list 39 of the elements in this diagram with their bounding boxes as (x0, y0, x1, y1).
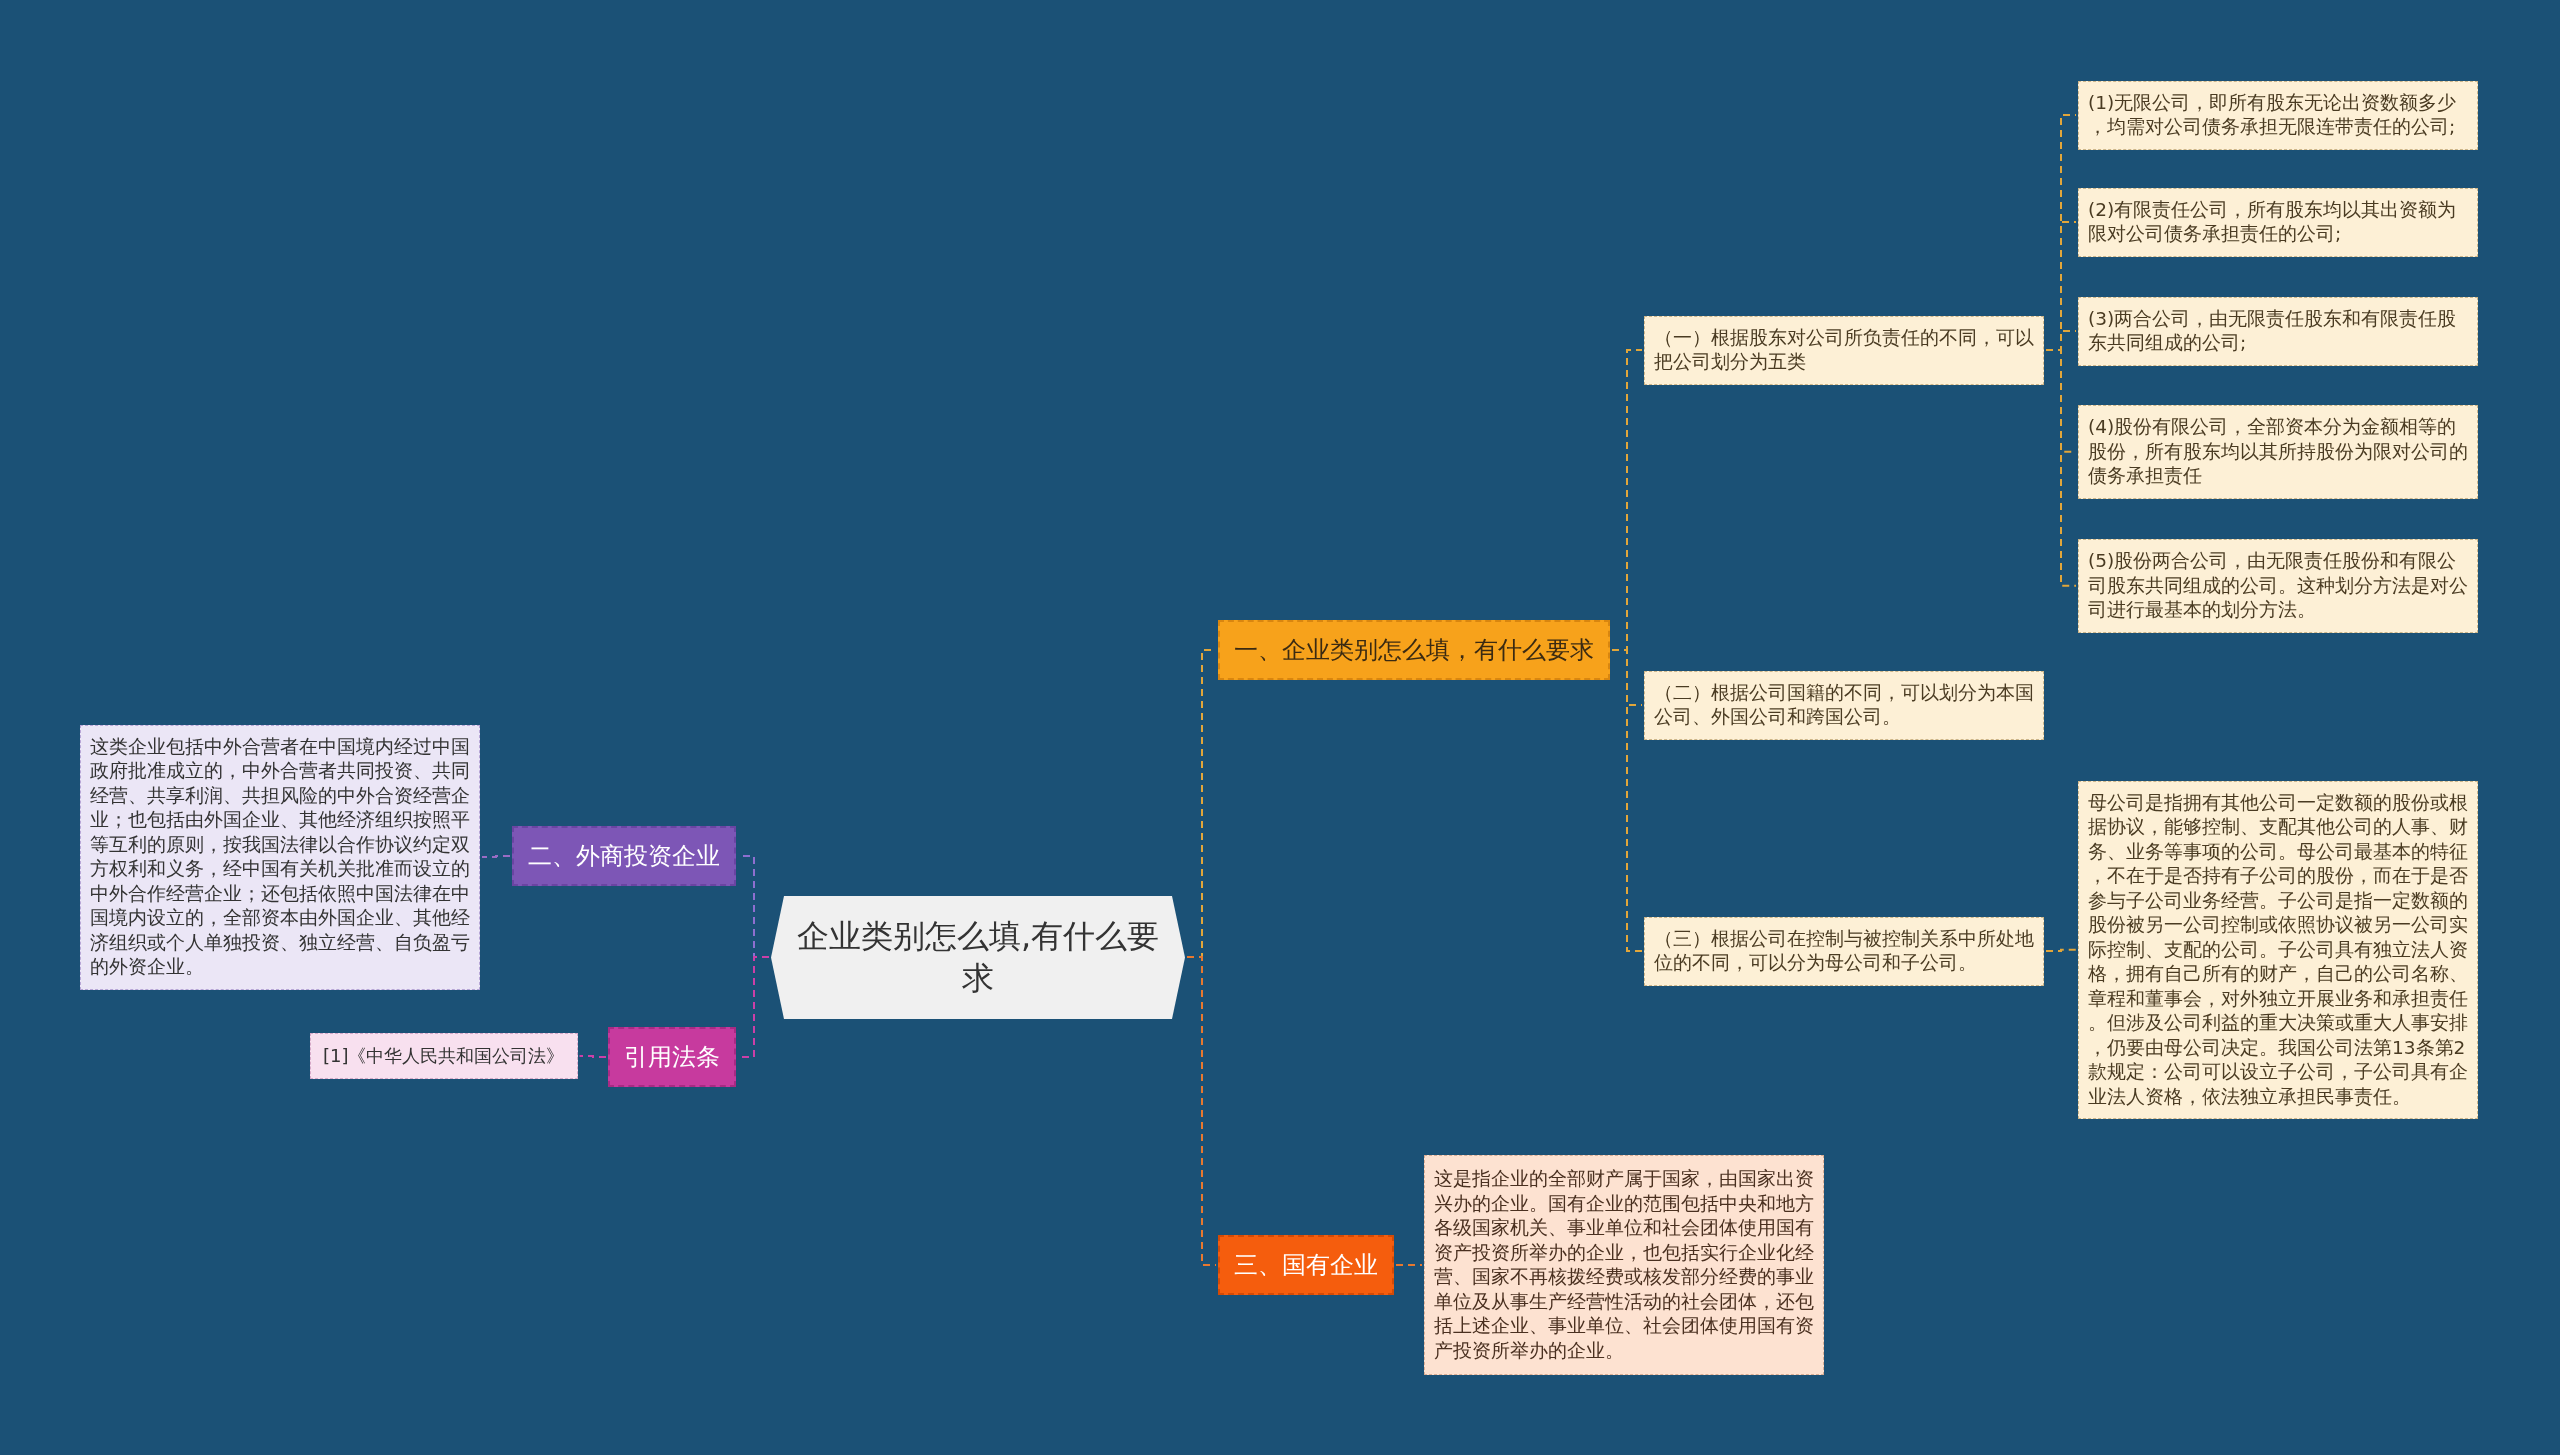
topic-title: 企业类别怎么填,有什么要求 (795, 916, 1161, 999)
note-card (1424, 1155, 1824, 1375)
note-card (2078, 296, 2478, 366)
note-card (310, 1033, 578, 1079)
central-topic (771, 895, 1185, 1019)
branch-node (1218, 620, 1610, 680)
note-text: 母公司是指拥有其他公司一定数额的股份或根据协议，能够控制、支配其他公司的人事、财务、业务等事项的公司。母公司最基本的特征，不在于是否持有子公司的股份，而在于是否参与子公司业务经营。子公司是指一定数额的股份被另一公司控制或依照协议被另一公司实际控制、支配的公司。子公司具有独立法人资格，拥有自己所有的财产，自己的公司名称、章程和董事会，对外独立开展业务和承担责任。但涉及公司利益的重大决策或重大人事安排，仍要由母公司决定。我国公司法第13条第2款规定：公司可以设立子公司，子公司具有企业法人资格，依法独立承担民事责任。 (2088, 790, 2468, 1109)
connector-line (578, 1055, 607, 1058)
note-text: (3)两合公司，由无限责任股东和有限责任股东共同组成的公司; (2088, 306, 2458, 355)
note-text: (1)无限公司，即所有股东无论出资数额多少，均需对公司债务承担无限连带责任的公司; (2088, 90, 2458, 139)
connector-line (481, 855, 511, 858)
note-text: (4)股份有限公司，全部资本分为金额相等的股份，所有股东均以其所持股份为限对公司的债务承担责任 (2088, 415, 2468, 488)
connector-line (1611, 649, 1643, 952)
connector-line (2045, 349, 2077, 587)
branch-node (608, 1027, 736, 1087)
connector-line (2045, 948, 2077, 952)
note-text: 这是指企业的全部财产属于国家，由国家出资兴办的企业。国有企业的范围包括中央和地方各级国家机关、事业单位和社会团体使用国有资产投资所举办的企业，也包括实行企业化经营、国家不再核拨经费或核发部分经费的事业单位及从事生产经营性活动的社会团体，还包括上述企业、事业单位、社会团体使用国有资产投资所举办的企业。 (1434, 1167, 1814, 1363)
note-text: [1]《中华人民共和国公司法》 (323, 1044, 565, 1068)
note-card (2078, 539, 2478, 633)
note-card (1644, 315, 2044, 385)
branch-title: 引用法条 (624, 1042, 720, 1073)
note-card (1644, 916, 2044, 986)
branch-node (1218, 1235, 1394, 1295)
connector-line (1395, 1264, 1423, 1266)
branch-title: 一、企业类别怎么填，有什么要求 (1234, 635, 1594, 666)
note-text: （一）根据股东对公司所负责任的不同，可以把公司划分为五类 (1654, 325, 2034, 374)
note-card (1644, 670, 2044, 740)
note-text: （二）根据公司国籍的不同，可以划分为本国公司、外国公司和跨国公司。 (1654, 680, 2034, 729)
branch-node (512, 826, 736, 886)
connector-line (1186, 956, 1217, 1266)
note-card (2078, 80, 2478, 150)
branch-title: 二、外商投资企业 (528, 841, 720, 872)
note-card (2078, 405, 2478, 499)
note-card (2078, 187, 2478, 257)
note-text: 这类企业包括中外合营者在中国境内经过中国政府批准成立的，中外合营者共同投资、共同经营、共享利润、共担风险的中外合资经营企业；也包括由外国企业、其他经济组织按照平等互利的原则，按我国法律以合作协议约定双方权利和义务，经中国有关机关批准而设立的中外合作经营企业；还包括依照中国法律在中国境内设立的，全部资本由外国企业、其他经济组织或个人单独投资、独立经营、自负盈亏的外资企业。 (90, 734, 470, 979)
branch-title: 三、国有企业 (1234, 1250, 1378, 1281)
note-text: (2)有限责任公司，所有股东均以其出资额为限对公司债务承担责任的公司; (2088, 197, 2458, 246)
note-text: (5)股份两合公司，由无限责任股份和有限公司股东共同组成的公司。这种划分方法是对公司进行最基本的划分方法。 (2088, 549, 2468, 622)
note-text: （三）根据公司在控制与被控制关系中所处地位的不同，可以分为母公司和子公司。 (1654, 926, 2034, 975)
